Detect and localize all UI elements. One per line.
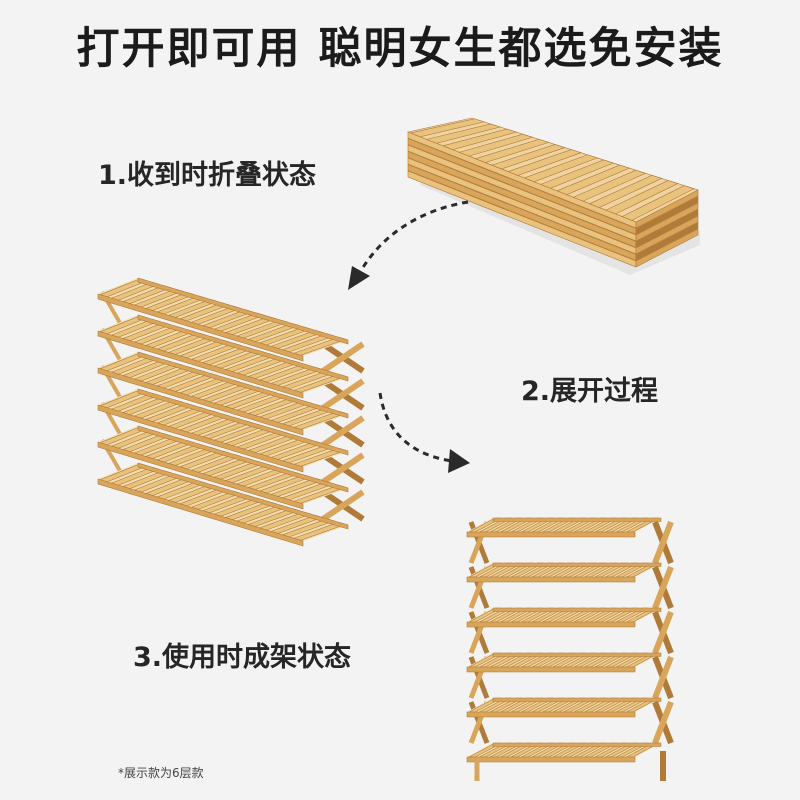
step-2-label: 2.展开过程 [521,376,659,407]
expanding-rack-illustration [97,277,365,547]
step-3-label: 3.使用时成架状态 [133,642,352,673]
folded-rack-illustration [406,117,700,275]
arrow-expanding-to-open-icon [378,392,470,473]
headline: 打开即可用 聪明女生都选免安装 [76,24,724,74]
footnote: *展示款为6层款 [118,766,204,780]
arrow-folded-to-expanding-icon [348,200,469,290]
open-rack-illustration [466,517,674,781]
step-1-label: 1.收到时折叠状态 [98,160,317,191]
